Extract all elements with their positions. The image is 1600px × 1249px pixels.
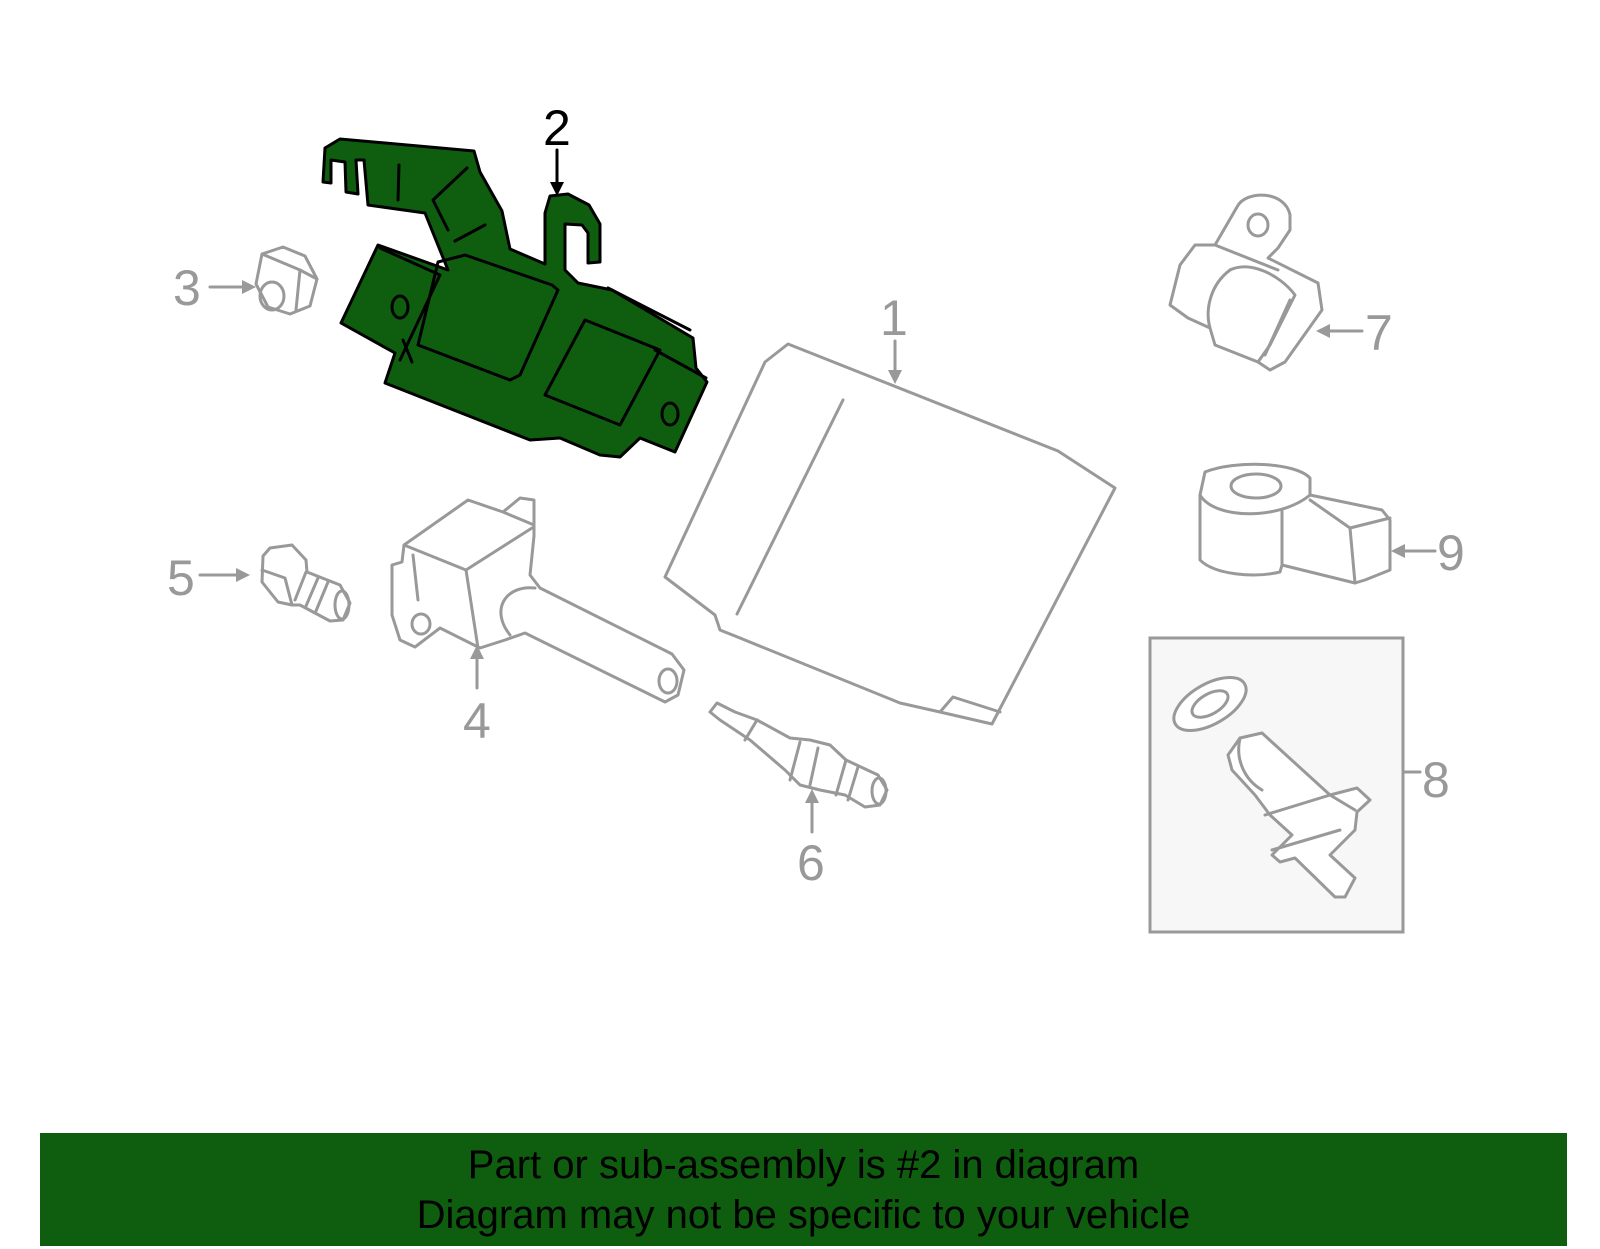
banner-line-1: Part or sub-assembly is #2 in diagram xyxy=(467,1142,1140,1187)
callout-8: 8 xyxy=(1422,752,1450,808)
part-8-sensor-kit[interactable] xyxy=(1148,636,1405,934)
callout-7: 7 xyxy=(1365,305,1393,361)
callout-leaders xyxy=(198,148,1437,834)
part-1-module-plate[interactable] xyxy=(663,342,1117,726)
callout-5: 5 xyxy=(167,550,195,606)
callout-3: 3 xyxy=(173,260,201,316)
callout-2: 2 xyxy=(543,100,571,156)
part-7-sensor[interactable] xyxy=(1168,193,1324,372)
part-4-ignition-coil[interactable] xyxy=(390,496,686,704)
part-6-sensor[interactable] xyxy=(708,701,889,809)
part-3-nut[interactable] xyxy=(254,245,319,316)
part-9-knock-sensor[interactable] xyxy=(1198,462,1392,585)
callout-9: 9 xyxy=(1437,525,1465,581)
callout-4: 4 xyxy=(463,693,491,749)
banner-line-2: Diagram may not be specific to your vehi… xyxy=(416,1192,1191,1237)
callout-1: 1 xyxy=(880,290,908,346)
part-5-bolt[interactable] xyxy=(260,543,352,623)
info-banner: Part or sub-assembly is #2 in diagram Di… xyxy=(40,1133,1567,1246)
callout-6: 6 xyxy=(797,835,825,891)
part-2-coil-bracket[interactable] xyxy=(321,137,709,459)
